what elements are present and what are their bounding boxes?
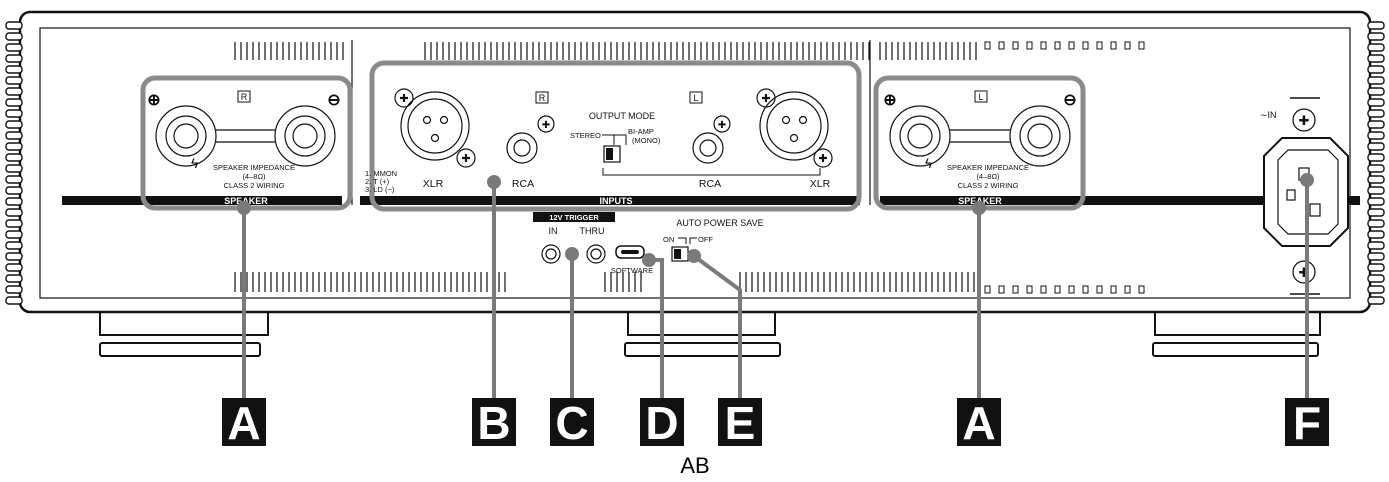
pin-legend-3: 3. LD (−) bbox=[365, 185, 395, 194]
svg-text:✚: ✚ bbox=[1299, 113, 1310, 128]
right-cooling-fins bbox=[1367, 21, 1385, 305]
rca-input-right: R ✚ RCA bbox=[506, 91, 555, 190]
wiring-label: CLASS 2 WIRING bbox=[958, 181, 1019, 190]
impedance-range: (4–8Ω) bbox=[976, 172, 1000, 181]
impedance-label: SPEAKER IMPEDANCE bbox=[213, 163, 295, 172]
power-save-on-label: ON bbox=[663, 235, 674, 244]
callout-box-a bbox=[222, 398, 266, 446]
callout-letter-c: C bbox=[555, 397, 588, 449]
channel-label: R bbox=[241, 92, 248, 102]
left-cooling-fins bbox=[5, 21, 23, 305]
pin-legend-1: 1. MMON bbox=[365, 169, 397, 178]
lightning-icon: ϟ bbox=[925, 155, 933, 171]
svg-text:✚: ✚ bbox=[542, 120, 550, 131]
stereo-label: STEREO bbox=[570, 131, 601, 140]
ac-in-label: ∼IN bbox=[1260, 110, 1277, 120]
rca-input-left: L ✚ RCA bbox=[689, 91, 731, 190]
bottom-vents bbox=[234, 272, 1145, 294]
channel-r-label: R bbox=[539, 93, 546, 103]
svg-text:✚: ✚ bbox=[461, 153, 470, 165]
plus-icon: ⊕ bbox=[147, 92, 160, 109]
svg-text:✚: ✚ bbox=[718, 120, 726, 131]
callout-letter-b: B bbox=[477, 397, 510, 449]
callout-letter-a: A bbox=[962, 397, 995, 449]
output-mode-label: OUTPUT MODE bbox=[589, 111, 655, 121]
inputs-section-label: INPUTS bbox=[599, 196, 632, 206]
power-save-title: AUTO POWER SAVE bbox=[676, 218, 763, 228]
section-strips bbox=[62, 196, 1360, 205]
xlr-label: XLR bbox=[810, 178, 831, 190]
power-save-off-label: OFF bbox=[698, 235, 713, 244]
pin-legend-2: 2. T (+) bbox=[365, 177, 390, 186]
channel-l-label: L bbox=[693, 93, 698, 103]
minus-icon: ⊖ bbox=[327, 92, 340, 109]
top-vents bbox=[234, 41, 1145, 60]
trigger-title: 12V TRIGGER bbox=[549, 213, 599, 222]
plus-icon: ⊕ bbox=[883, 92, 896, 109]
xlr-label: XLR bbox=[423, 178, 444, 190]
trigger-thru-label: THRU bbox=[580, 226, 605, 236]
biamp-label: BI-AMP bbox=[628, 127, 654, 136]
callout-box-e bbox=[718, 398, 762, 446]
software-usb-port: SOFTWARE bbox=[611, 245, 653, 275]
svg-text:✚: ✚ bbox=[818, 153, 827, 165]
software-label: SOFTWARE bbox=[611, 266, 653, 275]
rca-label: RCA bbox=[699, 178, 721, 190]
trigger-in-label: IN bbox=[549, 226, 558, 236]
callout-leaders bbox=[237, 173, 1314, 398]
svg-text:✚: ✚ bbox=[1299, 265, 1310, 280]
xlr-input-right: ✚ ✚ XLR bbox=[394, 88, 476, 190]
auto-power-save-switch[interactable]: AUTO POWER SAVE ON OFF bbox=[663, 218, 764, 262]
chassis bbox=[18, 10, 1372, 314]
callout-box-c bbox=[550, 398, 594, 446]
impedance-range: (4–8Ω) bbox=[242, 172, 266, 181]
minus-icon: ⊖ bbox=[1063, 92, 1076, 109]
speaker-section-label: SPEAKER bbox=[224, 196, 268, 206]
trigger-jacks: 12V TRIGGER IN THRU bbox=[533, 212, 615, 264]
channel-label: L bbox=[978, 92, 983, 102]
callout-letter-a: A bbox=[227, 397, 260, 449]
svg-text:✚: ✚ bbox=[399, 93, 408, 105]
lightning-icon: ϟ bbox=[191, 155, 199, 171]
impedance-label: SPEAKER IMPEDANCE bbox=[947, 163, 1029, 172]
callout-box-b bbox=[472, 398, 516, 446]
mono-label: (MONO) bbox=[632, 136, 661, 145]
output-mode-switch[interactable]: OUTPUT MODE STEREO BI-AMP (MONO) bbox=[570, 111, 661, 163]
speaker-section-label: SPEAKER bbox=[958, 196, 1002, 206]
wiring-label: CLASS 2 WIRING bbox=[224, 181, 285, 190]
callout-box-f bbox=[1285, 398, 1329, 446]
callout-box-a bbox=[957, 398, 1001, 446]
svg-text:✚: ✚ bbox=[761, 93, 770, 105]
callout-box-d bbox=[640, 398, 684, 446]
figure-caption: AB bbox=[680, 453, 709, 477]
feet bbox=[99, 312, 1321, 357]
xlr-input-left: ✚ ✚ XLR bbox=[756, 88, 833, 190]
rca-label: RCA bbox=[512, 178, 534, 190]
callout-letter-d: D bbox=[645, 397, 678, 449]
callout-letter-f: F bbox=[1293, 397, 1321, 449]
inputs-panel: ✚ ✚ XLR 1. MMON 2. T (+) 3. LD (−) R ✚ R… bbox=[365, 60, 862, 212]
callout-letter-e: E bbox=[725, 397, 756, 449]
